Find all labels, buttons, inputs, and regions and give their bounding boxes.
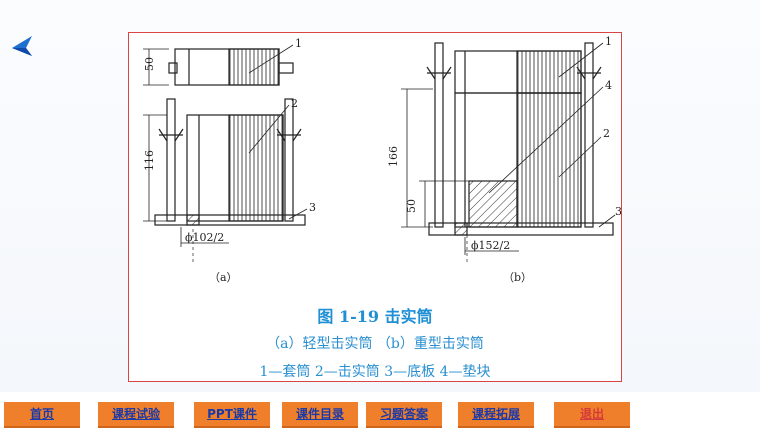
dim-a-diameter: ϕ102/2 — [185, 231, 224, 244]
dim-a-height: 116 — [143, 150, 156, 171]
nav-home-button[interactable]: 首页 — [4, 402, 80, 428]
figure-caption: 图 1-19 击实筒 （a）轻型击实筒 （b）重型击实筒 1—套筒 2—击实筒 … — [129, 281, 621, 381]
drawing-b-label: （b） — [503, 271, 532, 283]
callout-a-3: 3 — [309, 201, 316, 214]
back-arrow-icon[interactable] — [10, 34, 40, 58]
callout-a-1: 1 — [295, 37, 302, 50]
dim-b-diameter: ϕ152/2 — [471, 239, 510, 252]
nav-answers-button[interactable]: 习题答案 — [366, 402, 442, 428]
dim-a-top: 50 — [143, 57, 156, 71]
drawing-a — [143, 44, 308, 263]
nav-course-test-button[interactable]: 课程试验 — [98, 402, 174, 428]
callout-b-1: 1 — [605, 35, 612, 48]
figure-title: 图 1-19 击实筒 — [317, 307, 433, 326]
nav-extension-button[interactable]: 课程拓展 — [458, 402, 534, 428]
nav-ppt-button[interactable]: PPT课件 — [194, 402, 270, 428]
figure-frame: 50 116 ϕ102/2 （a） 1 2 3 — [128, 32, 622, 382]
figure-subtitle: （a）轻型击实筒 （b）重型击实筒 — [266, 336, 484, 352]
compaction-cylinder-drawing: 50 116 ϕ102/2 （a） 1 2 3 — [143, 35, 621, 283]
drawing-b — [401, 42, 616, 265]
dim-b-block: 50 — [405, 199, 418, 213]
callout-b-3: 3 — [615, 205, 621, 218]
dim-b-height: 166 — [387, 146, 400, 167]
callout-b-4: 4 — [605, 79, 612, 92]
nav-catalog-button[interactable]: 课件目录 — [282, 402, 358, 428]
drawing-a-label: （a） — [209, 271, 238, 283]
figure-legend: 1—套筒 2—击实筒 3—底板 4—垫块 — [259, 364, 491, 380]
callout-b-2: 2 — [603, 127, 610, 140]
nav-exit-button[interactable]: 退出 — [554, 402, 630, 428]
bottom-navigation: 首页 课程试验 PPT课件 课件目录 习题答案 课程拓展 退出 — [0, 398, 760, 430]
callout-a-2: 2 — [291, 97, 298, 110]
